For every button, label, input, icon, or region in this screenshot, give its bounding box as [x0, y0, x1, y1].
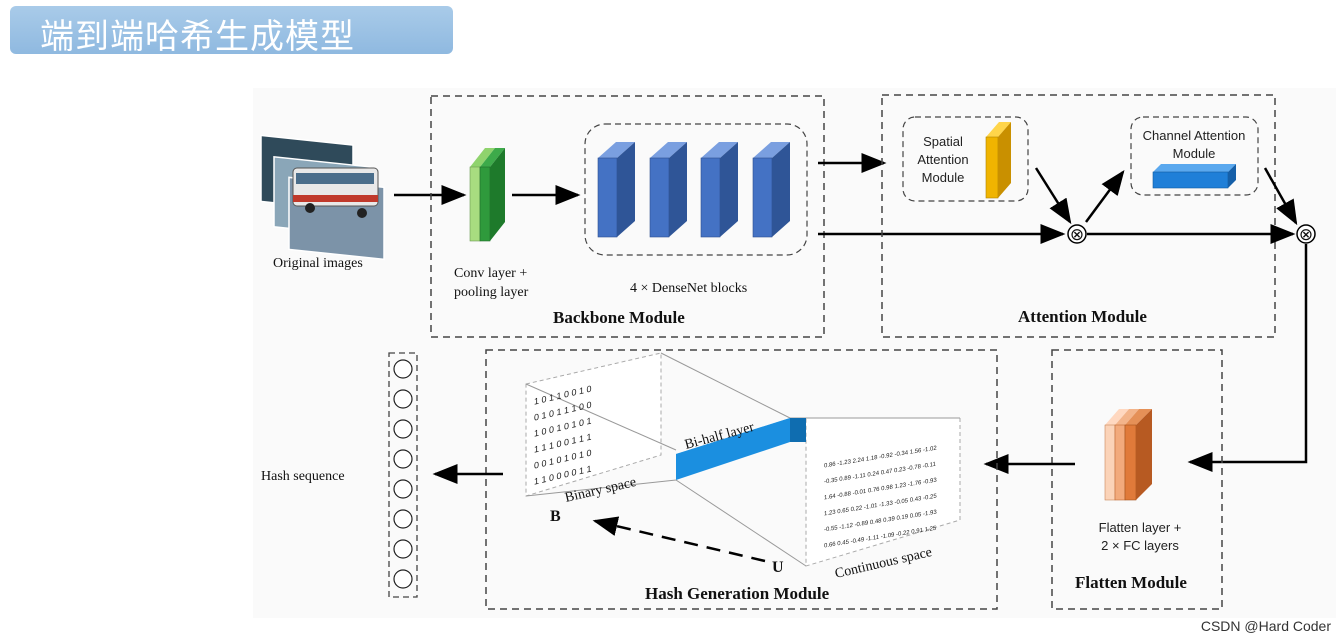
channel-label-1: Channel Attention — [1143, 128, 1246, 143]
watermark: CSDN @Hard Coder — [1200, 618, 1331, 634]
spatial-label-1: Spatial — [923, 134, 963, 149]
continuous-space-plane — [675, 417, 961, 567]
densenet-block-3 — [700, 142, 738, 238]
backbone-module-box — [430, 95, 825, 338]
hash-node — [393, 419, 413, 439]
spatial-label-2: Attention — [917, 152, 968, 167]
channel-attention-block — [1152, 164, 1236, 189]
hash-generation-module-box — [485, 349, 998, 610]
hash-node — [393, 539, 413, 559]
conv-label-line-1: Conv layer + — [454, 266, 527, 281]
original-images-label: Original images — [273, 256, 363, 271]
channel-attention-box — [1130, 116, 1259, 196]
attention-module-title: Attention Module — [1018, 307, 1147, 326]
flatten-label-2: 2 × FC layers — [1101, 538, 1179, 553]
spatial-attention-block — [985, 122, 1011, 199]
hash-sequence-label: Hash sequence — [261, 469, 345, 484]
arrow-attention-to-flatten — [1187, 244, 1308, 472]
densenet-group-box — [584, 123, 808, 256]
page-title: 端到端哈希生成模型 — [40, 17, 355, 57]
b-label: B — [550, 508, 561, 525]
flatten-block — [1104, 409, 1152, 501]
hash-node — [393, 389, 413, 409]
arrow-multiply-1-to-channel — [1084, 169, 1125, 223]
binary-space-plane — [525, 352, 791, 497]
u-label: U — [772, 559, 784, 576]
multiply-symbol-2: ⊗ — [1299, 225, 1313, 244]
arrow-channel-to-multiply-2 — [1263, 167, 1298, 226]
spatial-attention-box — [902, 116, 1029, 202]
backbone-module-title: Backbone Module — [553, 308, 685, 327]
arrow-u-to-b — [592, 516, 766, 563]
multiply-node-2 — [1296, 224, 1316, 244]
hash-node — [393, 569, 413, 589]
hash-sequence-nodes — [393, 359, 413, 589]
arrow-spatial-to-multiply-1 — [1034, 167, 1072, 225]
hash-sequence-box — [388, 352, 418, 598]
hash-node — [393, 509, 413, 529]
densenet-block-1 — [597, 142, 635, 238]
densenet-blocks — [597, 142, 790, 238]
bi-half-layer-block — [676, 418, 806, 480]
title-banner: 端到端哈希生成模型 — [10, 6, 453, 57]
hash-node — [393, 449, 413, 469]
original-images-stack — [260, 134, 385, 261]
densenet-block-2 — [649, 142, 687, 238]
channel-label-2: Module — [1173, 146, 1216, 161]
multiply-node-1 — [1067, 224, 1087, 244]
spatial-label-3: Module — [922, 170, 965, 185]
hash-node — [393, 359, 413, 379]
flatten-module-box — [1051, 349, 1223, 610]
densenet-label: 4 × DenseNet blocks — [630, 281, 747, 296]
flatten-module-title: Flatten Module — [1075, 573, 1187, 592]
conv-label-line-2: pooling layer — [454, 285, 529, 300]
hash-generation-module-title: Hash Generation Module — [645, 584, 830, 603]
densenet-block-4 — [752, 142, 790, 238]
hash-node — [393, 479, 413, 499]
attention-module-box — [881, 94, 1276, 338]
multiply-symbol-1: ⊗ — [1070, 225, 1084, 244]
flatten-label-1: Flatten layer + — [1099, 520, 1182, 535]
conv-block — [469, 148, 505, 242]
